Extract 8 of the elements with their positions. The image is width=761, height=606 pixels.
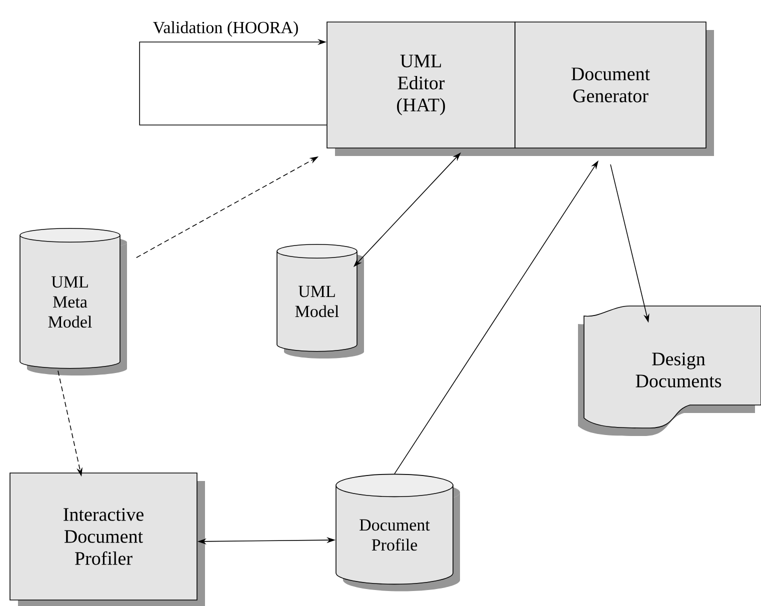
process-box: UML Editor (HAT): [326, 22, 523, 156]
database-cylinder: Document Profile: [336, 474, 460, 592]
process-box: Document Generator: [514, 22, 714, 156]
database-cylinder: UML Model: [276, 244, 364, 358]
process-box: Interactive Document Profiler: [10, 472, 205, 606]
database-cylinder: UML Meta Model: [20, 228, 127, 376]
edge-label: Validation (HOORA): [153, 21, 298, 37]
arrow: [139, 38, 327, 126]
